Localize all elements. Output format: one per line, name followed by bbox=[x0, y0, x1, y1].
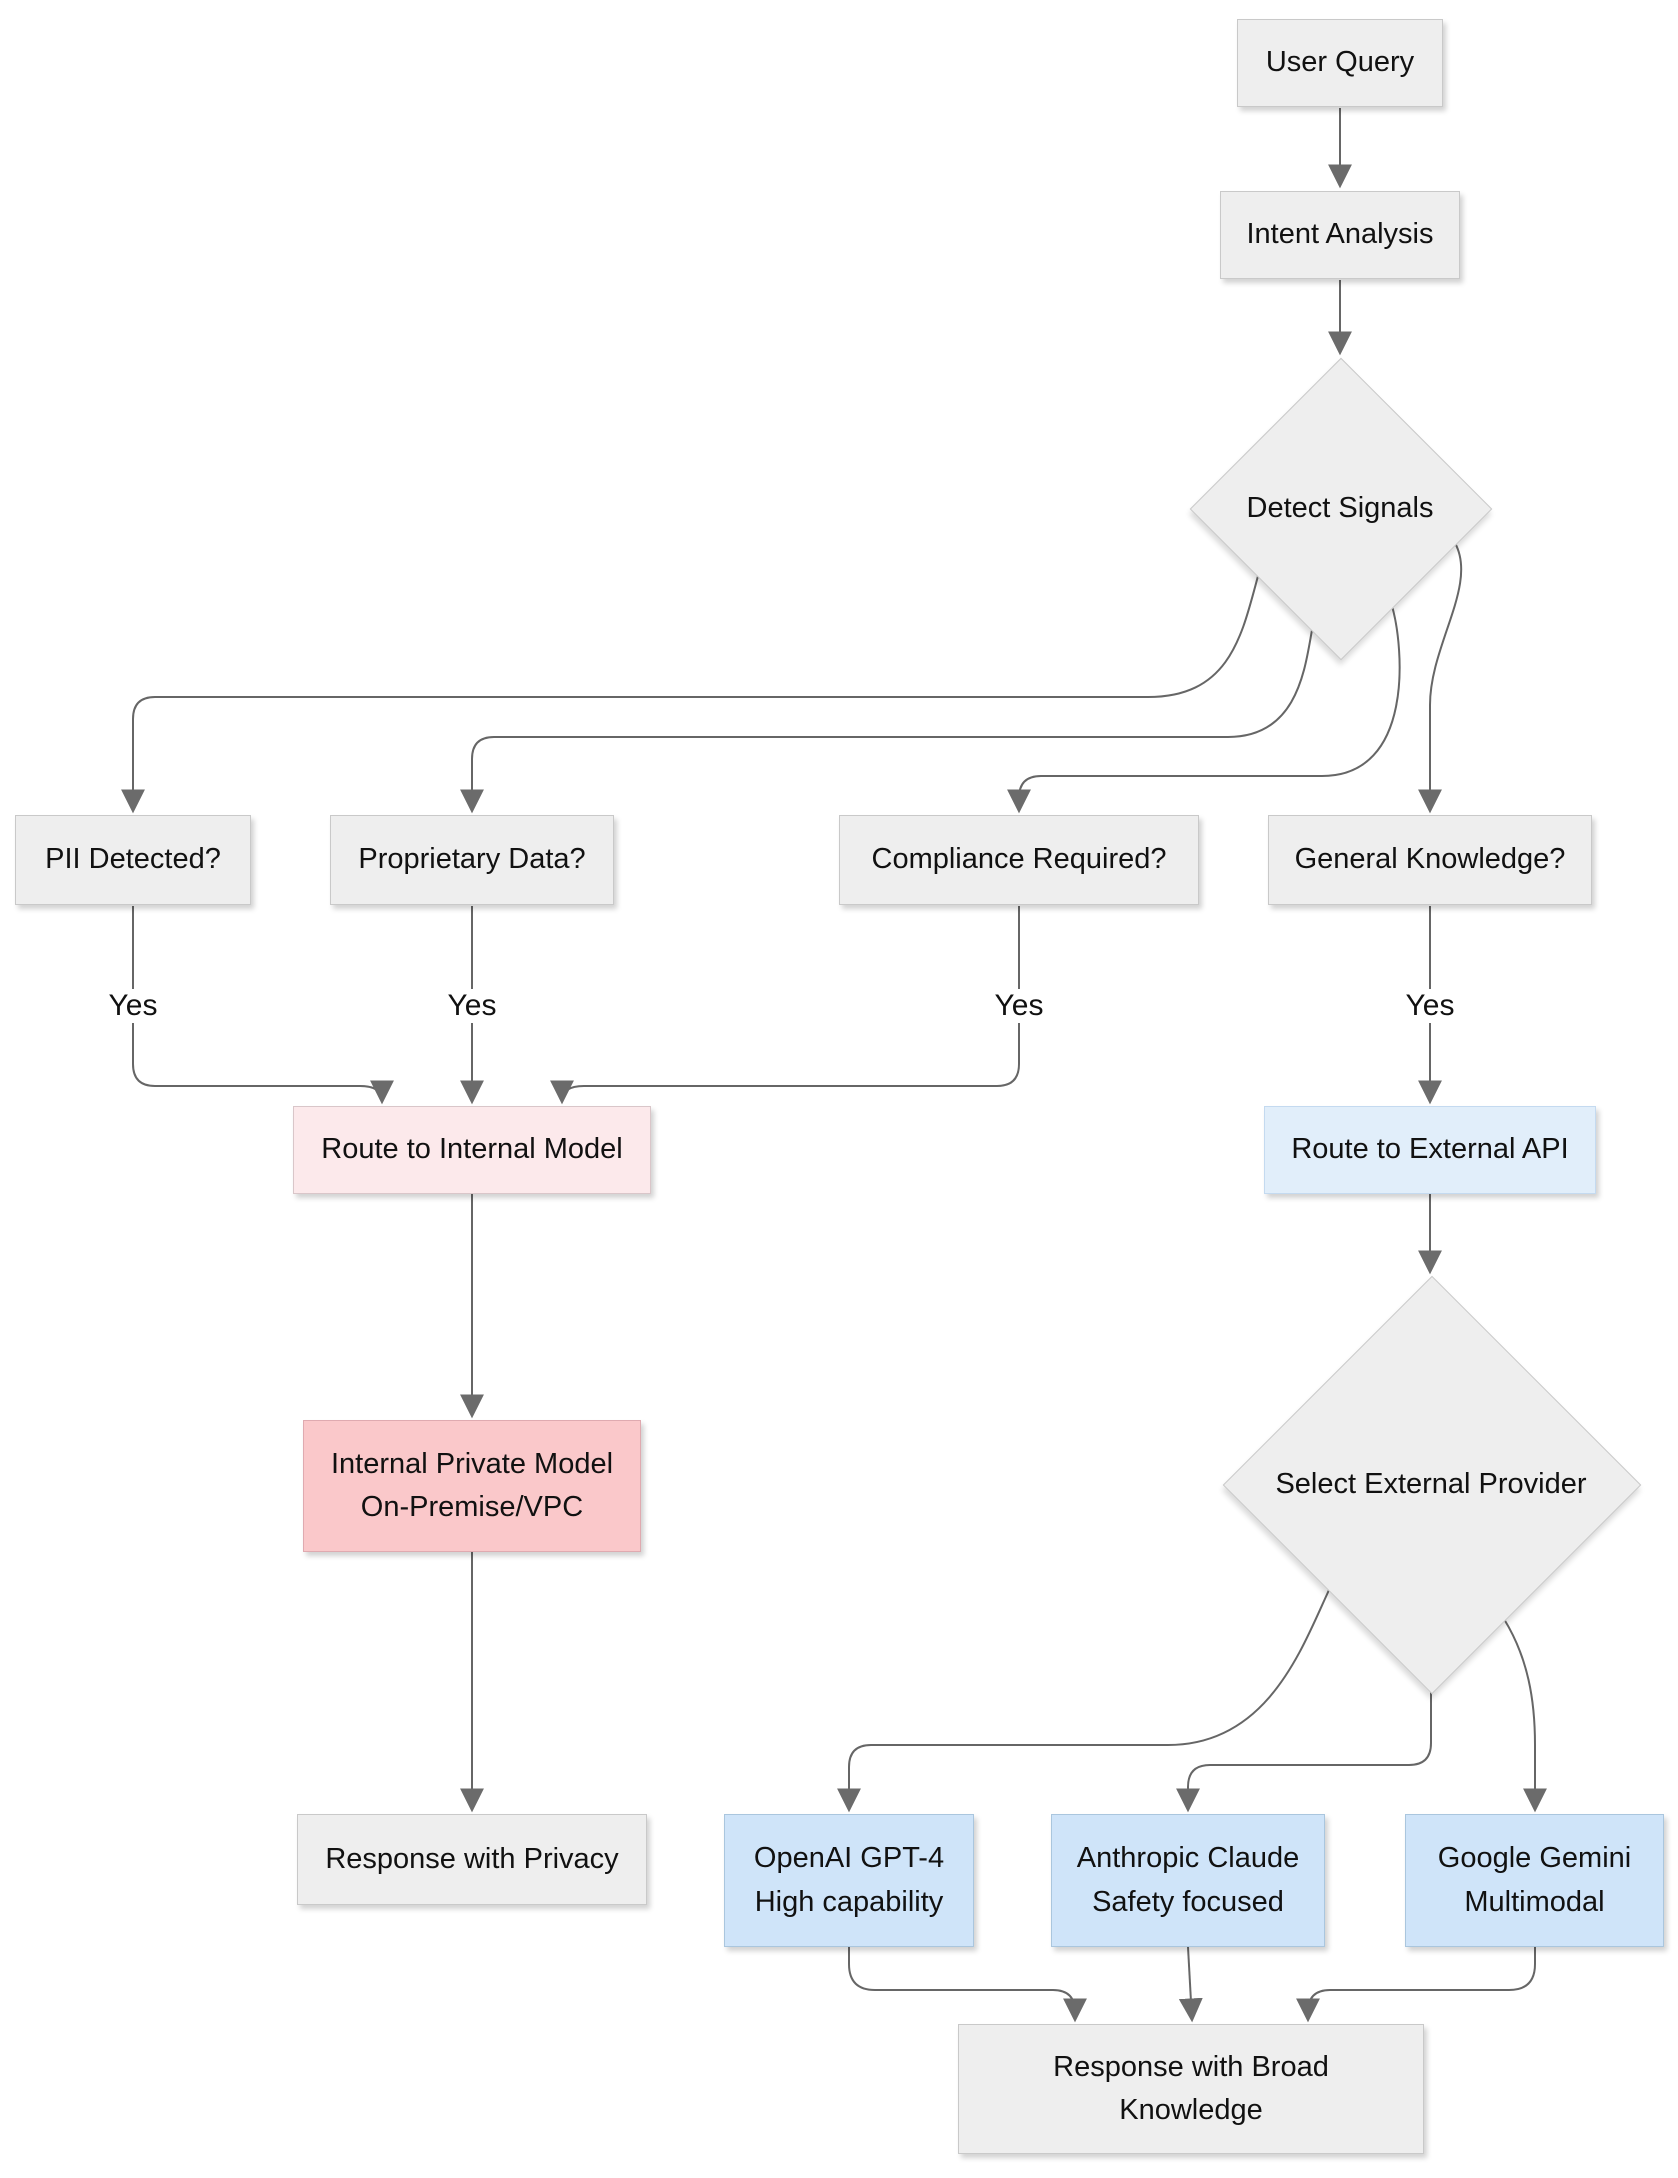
node-response-with-privacy: Response with Privacy bbox=[297, 1814, 647, 1905]
node-anthropic-claude-line1: Anthropic Claude bbox=[1076, 1842, 1300, 1874]
node-response-with-privacy-label: Response with Privacy bbox=[325, 1842, 619, 1875]
node-google-gemini-line1: Google Gemini bbox=[1437, 1842, 1632, 1874]
node-internal-private-model-line2: On-Premise/VPC bbox=[360, 1491, 584, 1523]
edge-selectprovider-anthropic bbox=[1176, 1692, 1432, 1813]
node-compliance-required: Compliance Required? bbox=[839, 815, 1199, 905]
node-pii-detected-label: PII Detected? bbox=[45, 843, 221, 876]
node-proprietary-data-label: Proprietary Data? bbox=[358, 843, 586, 876]
edge-detect-compliance bbox=[1007, 605, 1401, 814]
node-general-knowledge: General Knowledge? bbox=[1268, 815, 1592, 905]
node-compliance-required-label: Compliance Required? bbox=[871, 843, 1167, 876]
edge-selectprovider-openai bbox=[837, 1589, 1330, 1813]
node-route-external-api: Route to External API bbox=[1264, 1106, 1596, 1194]
edge-label-compliance-yes: Yes bbox=[986, 989, 1052, 1023]
node-pii-detected: PII Detected? bbox=[15, 815, 251, 905]
node-openai-gpt4: OpenAI GPT-4 High capability bbox=[724, 1814, 974, 1947]
node-response-broad-knowledge-line2: Knowledge bbox=[1119, 2094, 1263, 2126]
node-internal-private-model-line1: Internal Private Model bbox=[330, 1447, 614, 1480]
node-openai-gpt4-line2: High capability bbox=[754, 1885, 944, 1918]
edge-detect-general bbox=[1418, 542, 1463, 814]
decision-detect-signals-label: Detect Signals bbox=[1246, 491, 1434, 524]
decision-select-external-provider-label: Select External Provider bbox=[1275, 1467, 1587, 1500]
decision-select-external-provider: Select External Provider bbox=[1222, 1275, 1642, 1695]
node-response-broad-knowledge-line1: Response with Broad bbox=[1053, 2050, 1329, 2083]
node-internal-private-model: Internal Private Model On-Premise/VPC bbox=[303, 1420, 641, 1552]
edge-anthropic-responsebroad bbox=[1178, 1946, 1203, 2023]
edge-openai-responsebroad bbox=[848, 1947, 1087, 2023]
node-proprietary-data: Proprietary Data? bbox=[330, 815, 614, 905]
edge-detect-pii bbox=[121, 575, 1259, 814]
edge-compliance-routeinternal bbox=[550, 906, 1020, 1105]
node-response-broad-knowledge: Response with Broad Knowledge bbox=[958, 2024, 1424, 2154]
node-route-internal-model: Route to Internal Model bbox=[293, 1106, 651, 1194]
edge-selectprovider-gemini bbox=[1503, 1618, 1547, 1813]
node-route-internal-model-label: Route to Internal Model bbox=[321, 1133, 623, 1166]
node-general-knowledge-label: General Knowledge? bbox=[1294, 843, 1566, 876]
node-route-external-api-label: Route to External API bbox=[1291, 1133, 1569, 1166]
node-anthropic-claude: Anthropic Claude Safety focused bbox=[1051, 1814, 1325, 1947]
edge-label-general-yes: Yes bbox=[1397, 989, 1463, 1023]
edge-gemini-responsebroad bbox=[1296, 1947, 1536, 2023]
node-user-query-label: User Query bbox=[1265, 46, 1415, 79]
node-user-query: User Query bbox=[1237, 19, 1443, 107]
edge-pii-routeinternal bbox=[132, 906, 394, 1105]
edge-label-pii-yes: Yes bbox=[100, 989, 166, 1023]
node-intent-analysis: Intent Analysis bbox=[1220, 191, 1460, 279]
edge-detect-proprietary bbox=[460, 629, 1313, 814]
decision-detect-signals: Detect Signals bbox=[1189, 357, 1493, 661]
node-intent-analysis-label: Intent Analysis bbox=[1246, 218, 1434, 251]
node-anthropic-claude-line2: Safety focused bbox=[1092, 1885, 1284, 1918]
node-google-gemini: Google Gemini Multimodal bbox=[1405, 1814, 1664, 1947]
node-google-gemini-line2: Multimodal bbox=[1464, 1885, 1605, 1918]
edge-label-proprietary-yes: Yes bbox=[439, 989, 505, 1023]
node-openai-gpt4-line1: OpenAI GPT-4 bbox=[753, 1842, 945, 1874]
